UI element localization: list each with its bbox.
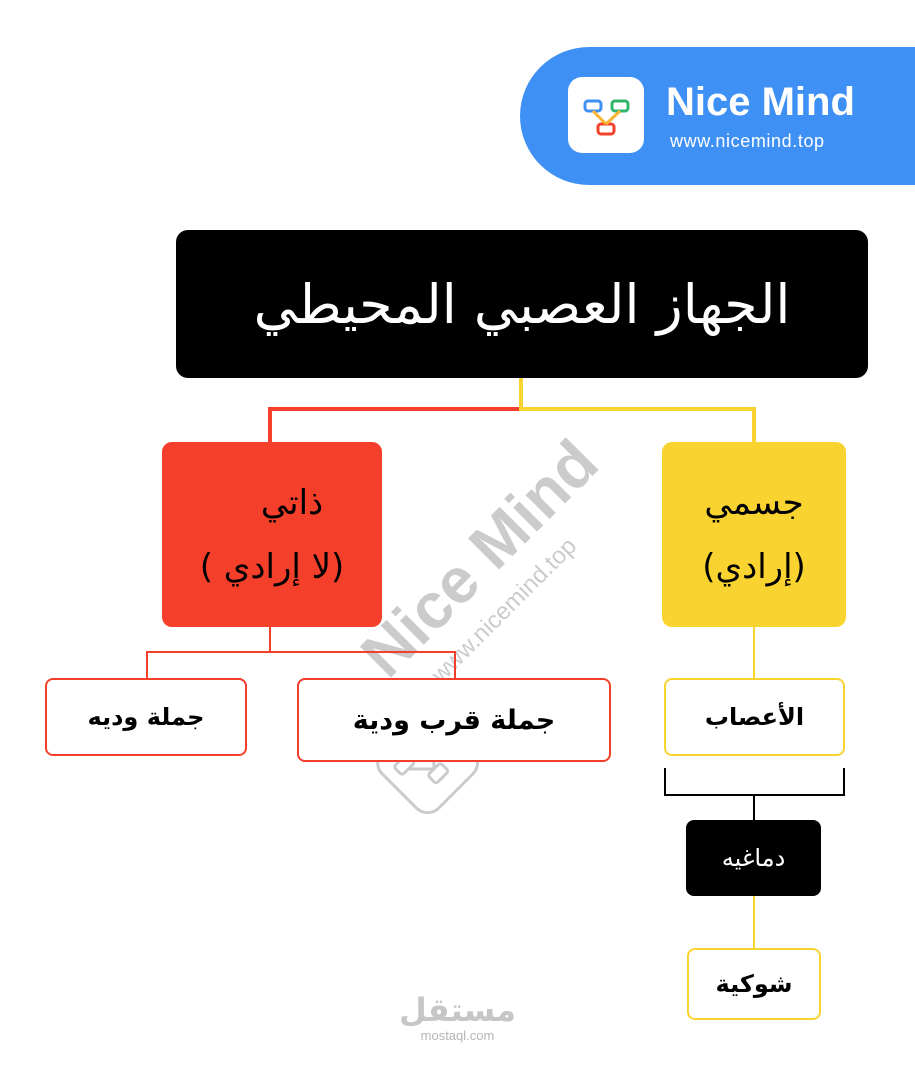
footer-url: mostaql.com — [420, 1028, 495, 1043]
leaf-parasympathetic: جملة قرب ودية — [297, 678, 611, 762]
leaf-cranial-label: دماغيه — [721, 844, 786, 872]
branch-voluntary-subtitle: (إرادي) — [702, 546, 806, 587]
branch-autonomic-subtitle: (لا إرادي ) — [199, 546, 345, 587]
root-label: الجهاز العصبي المحيطي — [253, 272, 791, 336]
leaf-spinal: شوكية — [687, 948, 821, 1020]
leaf-parasympathetic-label: جملة قرب ودية — [352, 704, 556, 736]
leaf-cranial: دماغيه — [686, 820, 821, 896]
branch-voluntary-title: جسمي — [704, 482, 804, 523]
leaf-sympathetic-label: جملة وديه — [87, 703, 205, 731]
leaf-spinal-label: شوكية — [715, 970, 793, 998]
footer-logo-text: مستقل — [398, 991, 517, 1029]
brand-name: Nice Mind — [666, 80, 855, 124]
leaf-nerves: الأعصاب — [664, 678, 845, 756]
branch-autonomic: ذاتي (لا إرادي ) — [162, 442, 382, 627]
branch-voluntary: جسمي (إرادي) — [662, 442, 846, 627]
branch-autonomic-title: ذاتي — [260, 482, 324, 523]
root-node: الجهاز العصبي المحيطي — [176, 230, 868, 378]
leaf-sympathetic: جملة وديه — [45, 678, 247, 756]
leaf-nerves-label: الأعصاب — [704, 703, 805, 731]
mind-map-icon — [568, 77, 644, 153]
brand-url: www.nicemind.top — [670, 131, 825, 151]
